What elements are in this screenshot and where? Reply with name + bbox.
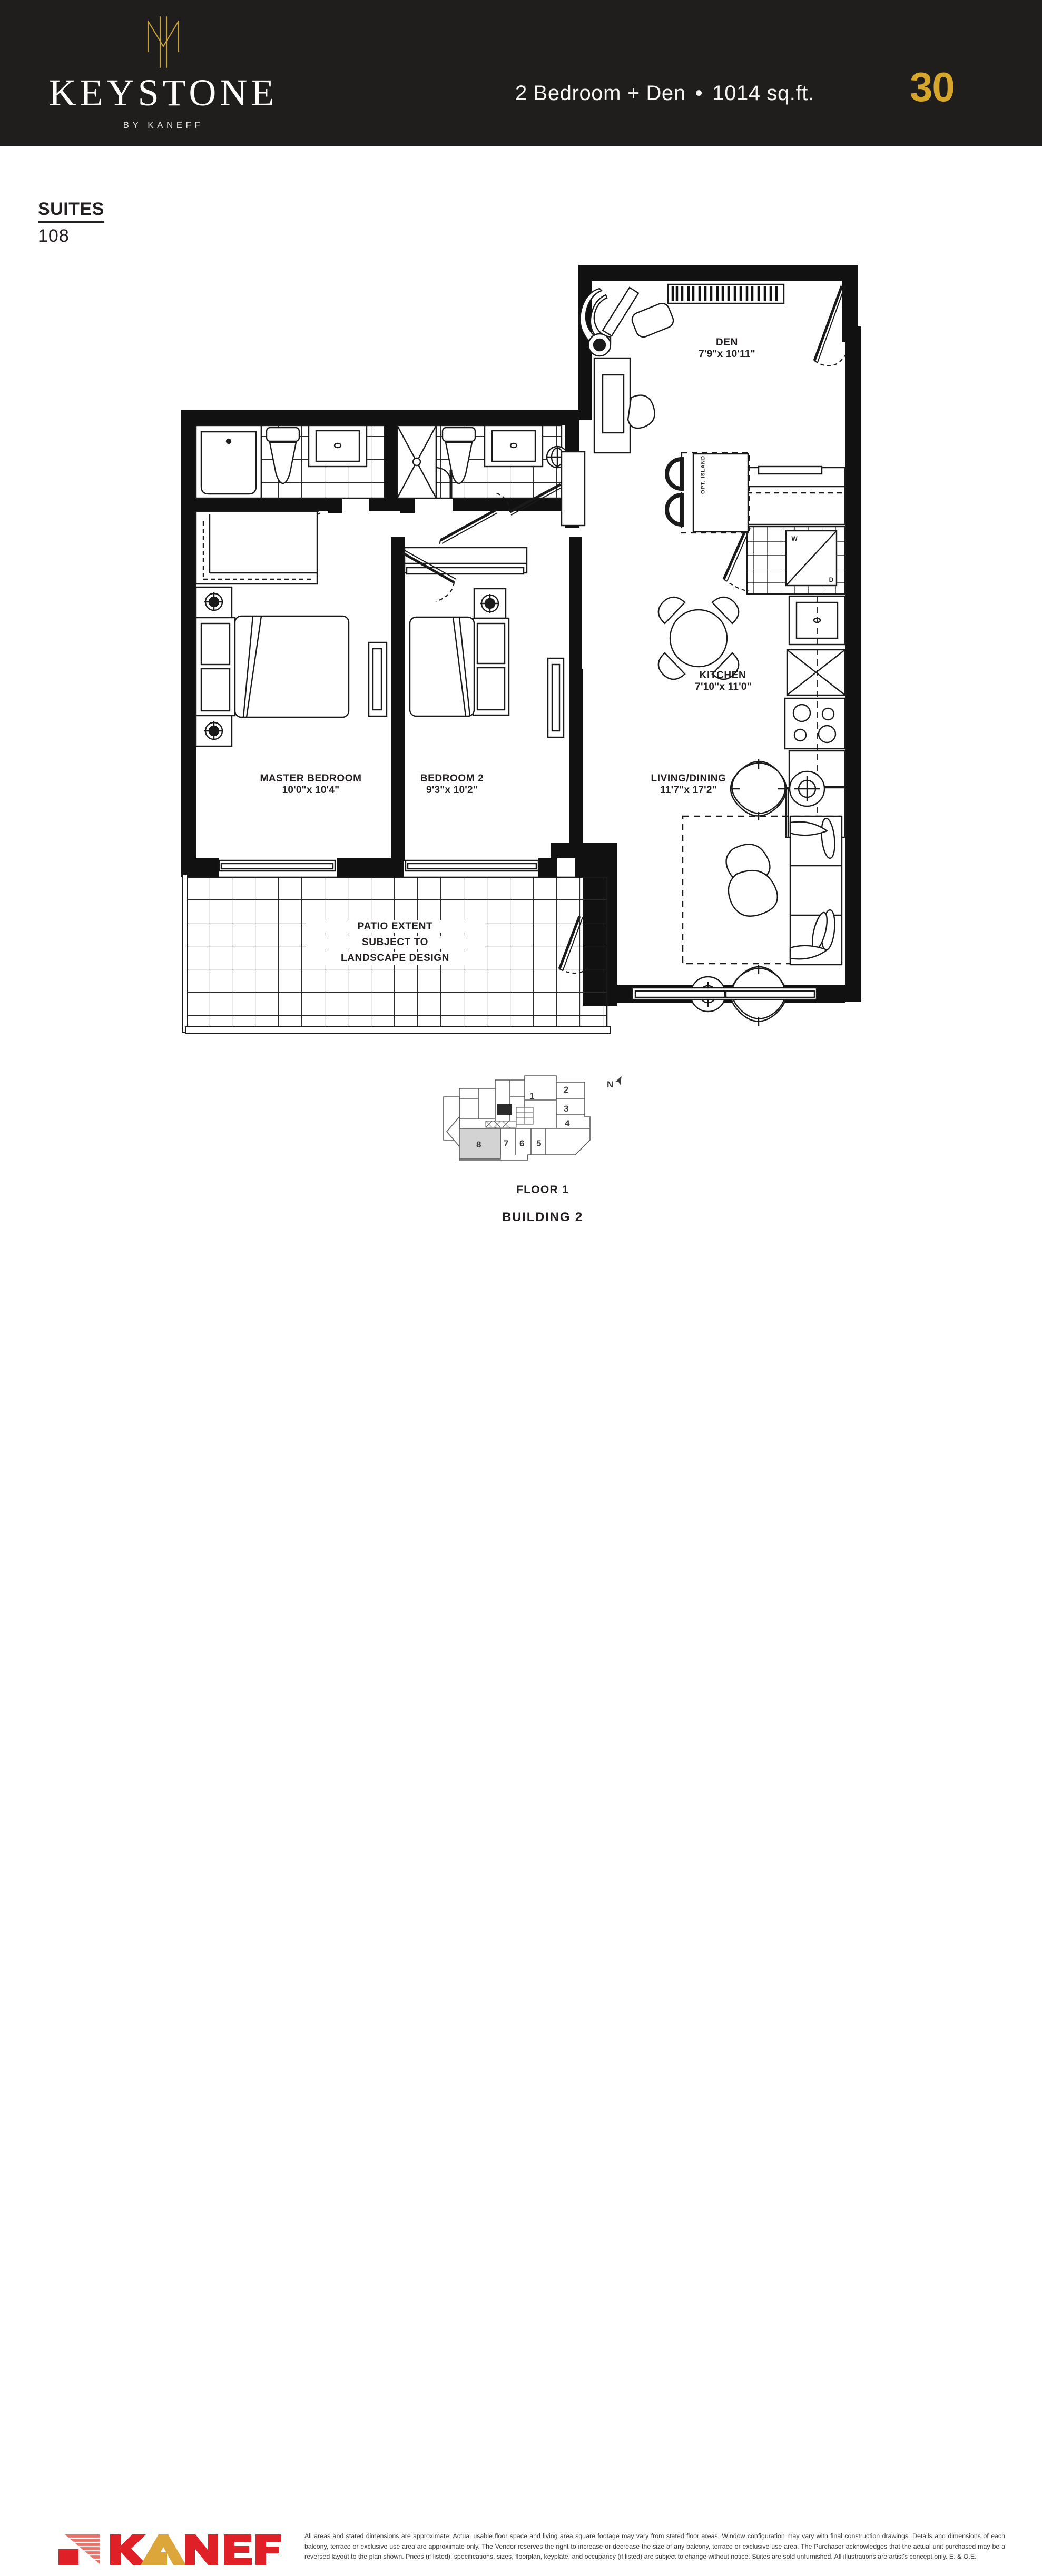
unit-type-label: 2 Bedroom + Den [515,82,686,105]
floorplan-canvas: DEN 7'9"x 10'11" KITCHEN 7'10"x 11'0" MA… [0,158,1042,1053]
kaneff-logo [55,2531,287,2576]
suite-summary: 2 Bedroom + Den • 1014 sq.ft. [515,82,814,105]
room-label-livingdining: LIVING/DINING [651,773,726,784]
keyplate-highlight-unit-8 [459,1128,501,1160]
bar-stool-1 [665,457,684,491]
dryer-label: D [829,576,834,583]
suites-heading: SUITES [38,199,104,223]
floorplan-drawing [181,265,861,1034]
svg-text:N: N [607,1079,613,1089]
room-dims-bedroom2: 9'3"x 10'2" [426,785,478,796]
patio-note-line2: SUBJECT TO [306,936,485,949]
room-label-master: MASTER BEDROOM [260,773,362,784]
keyplate-diagram: 1 2 3 4 5 6 7 8 N [443,1075,622,1161]
bedroom2-bed-icon [409,616,475,717]
suites-numbers: 108 [38,226,70,246]
keyplate-unit-6: 6 [519,1138,524,1148]
page-footer: All areas and stated dimensions are appr… [0,1261,1042,2565]
bar-stool-2 [665,492,684,527]
keyplate-unit-3: 3 [564,1104,568,1114]
opt-island-label: OPT. ISLAND [700,455,706,494]
keyplate-floor-caption: FLOOR 1 [516,1184,569,1196]
keyplate-unit-7: 7 [504,1138,508,1148]
keyplate-unit-8: 8 [476,1140,481,1150]
room-dims-kitchen: 7'10"x 11'0" [695,681,752,692]
keyplate-unit-4: 4 [565,1118,570,1128]
dining-chair-4 [711,652,740,680]
page-header: KEYSTONE BY KANEFF 2 Bedroom + Den • 1014 … [0,0,1042,146]
room-label-kitchen: KITCHEN [699,670,746,681]
patio-note-line1: PATIO EXTENT [306,920,485,934]
den-ottoman-icon [631,302,674,338]
den-chair-icon [627,394,655,429]
toilet-icon [266,427,300,442]
north-arrow-icon: N [607,1076,622,1089]
room-label-bedroom2: BEDROOM 2 [420,773,484,784]
legal-disclaimer: All areas and stated dimensions are appr… [304,2532,1005,2561]
keyplate-unit-1: 1 [529,1091,534,1101]
keyplate-building-caption: BUILDING 2 [502,1210,583,1224]
dining-chair-2 [711,596,740,625]
nightstand-1 [195,586,233,619]
unit-area-label: 1014 sq.ft. [712,82,814,105]
suites-block: SUITES 108 [38,199,104,246]
room-dims-den: 7'9"x 10'11" [699,349,755,360]
master-closet [195,510,318,585]
keyplate-unit-5: 5 [536,1138,541,1148]
room-dims-livingdining: 11'7"x 17'2" [660,785,717,796]
room-dims-master: 10'0"x 10'4" [282,785,340,796]
brand-subtitle: BY KANEFF [123,120,204,130]
patio-note-line3: LANDSCAPE DESIGN [306,952,485,965]
master-bed-icon [234,615,350,718]
toilet-icon-2 [441,427,476,442]
kaneff-logo-mark [58,2534,281,2565]
brand-block: KEYSTONE BY KANEFF [47,14,279,131]
keyplate-unit-2: 2 [564,1085,568,1095]
dining-table-icon [669,609,728,668]
patio-railing-left [182,874,188,1033]
dining-chair-3 [657,652,686,680]
den-media-unit-icon [667,283,785,304]
separator-dot: • [695,82,703,105]
brand-name: KEYSTONE [48,72,278,114]
keyplate-block: 1 2 3 4 5 6 7 8 N FLOOR 1 BUILDING 2 [432,1066,653,1225]
linen-closet-icon [746,467,846,526]
cooktop-icon [784,697,846,750]
keystone-mark-icon [147,16,180,68]
plan-number: 30 [910,64,955,110]
room-label-den: DEN [716,337,738,348]
washer-label: W [791,535,798,542]
dining-chair-1 [657,596,686,625]
patio-railing-bottom [185,1026,611,1034]
